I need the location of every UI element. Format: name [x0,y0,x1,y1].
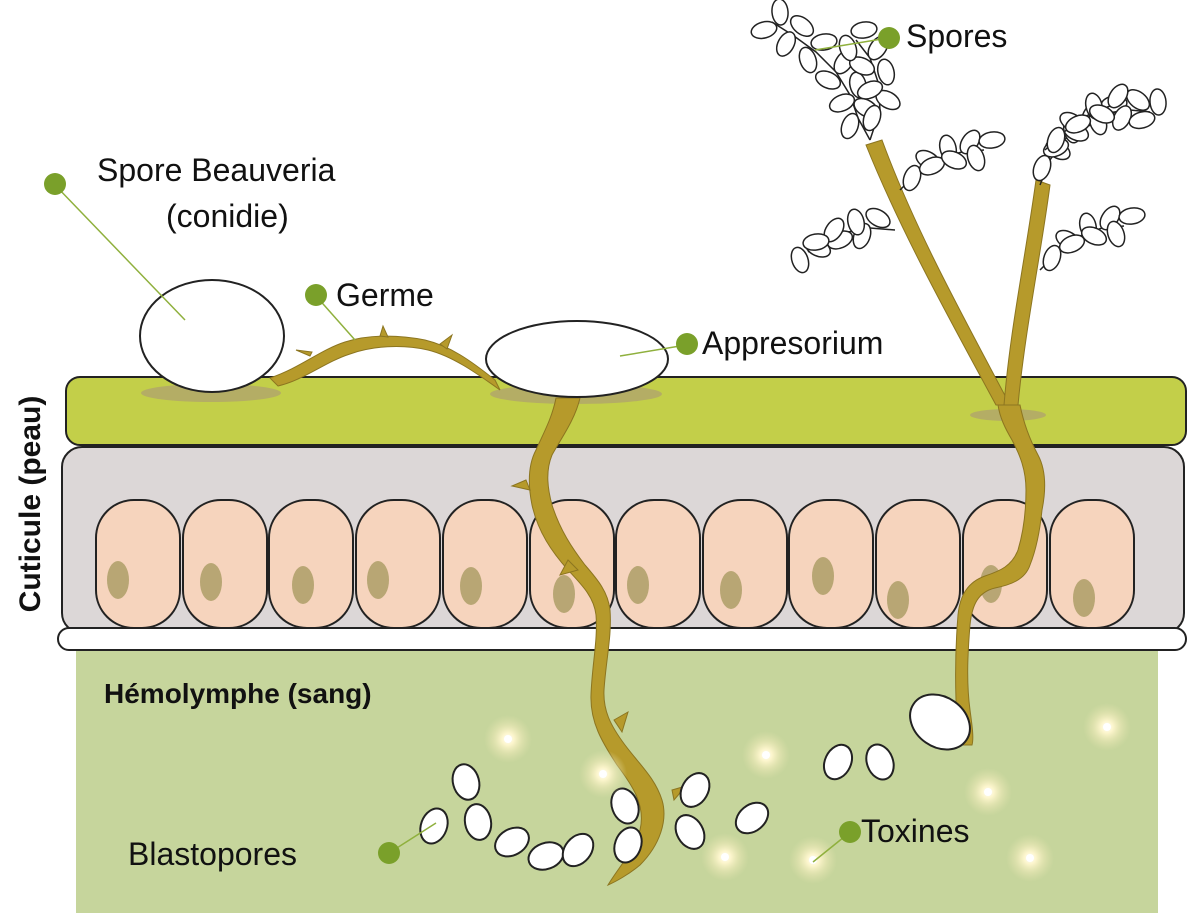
toxin-core [599,770,607,778]
sporulating-stalk-left [866,140,1010,405]
label-spore-beauveria: Spore Beauveria [97,152,335,189]
cell-nucleus [812,557,834,595]
spore [978,130,1006,150]
spore [749,19,778,41]
epidermal-cell [443,500,527,628]
label-spores: Spores [906,18,1007,55]
epidermal-cell [703,500,787,628]
epidermal-cell [356,500,440,628]
epidermal-cell [183,500,267,628]
label-appresorium: Appresorium [702,325,883,362]
spore [771,0,789,26]
epidermal-cell [269,500,353,628]
spore [773,29,799,59]
toxin-core [762,751,770,759]
label-conidie: (conidie) [166,198,289,235]
epidermal-cell [96,500,180,628]
green-dot-icon [44,173,66,195]
spore [827,91,857,116]
cell-nucleus [553,575,575,613]
label-toxines: Toxines [861,813,970,850]
green-dot-icon [676,333,698,355]
toxin-core [984,788,992,796]
cell-nucleus [627,566,649,604]
spore [850,20,878,40]
cell-nucleus [292,566,314,604]
cell-nucleus [720,571,742,609]
toxin-core [721,853,729,861]
cell-nucleus [107,561,129,599]
label-cuticule: Cuticule (peau) [11,389,51,619]
green-dot-icon [378,842,400,864]
green-dot-icon [305,284,327,306]
label-germe: Germe [336,277,434,314]
cell-nucleus [887,581,909,619]
sporulating-stalk-right [1004,180,1050,405]
label-blastopores: Blastopores [128,836,297,873]
cell-nucleus [460,567,482,605]
cell-nucleus [367,561,389,599]
basement-membrane [58,628,1186,650]
cell-nucleus [1073,579,1095,617]
beauveria-spore [140,280,284,392]
green-dot-icon [839,821,861,843]
spore [1149,88,1167,115]
label-hemolymphe: Hémolymphe (sang) [104,678,372,710]
appresorium [486,321,668,397]
spore [1118,206,1146,226]
toxin-core [1026,854,1034,862]
toxin-core [504,735,512,743]
spore [838,111,862,141]
toxin-core [1103,723,1111,731]
epidermal-cell [616,500,700,628]
cell-nucleus [200,563,222,601]
green-dot-icon [878,27,900,49]
